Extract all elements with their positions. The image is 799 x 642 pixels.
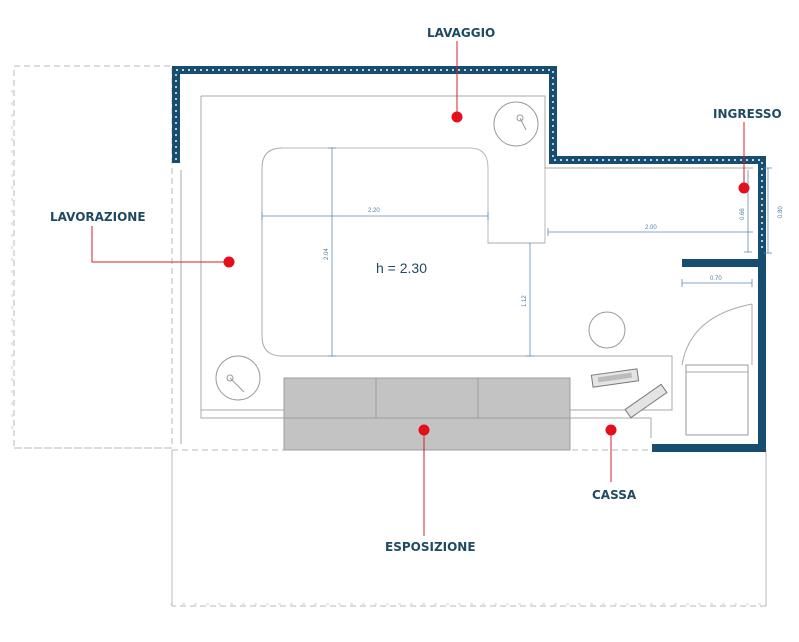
lavaggio-marker[interactable] <box>451 111 463 123</box>
walls <box>172 66 766 452</box>
cash-register <box>590 368 668 419</box>
label-ingresso: INGRESSO <box>713 107 782 121</box>
lavorazione-marker[interactable] <box>223 256 235 268</box>
work-island <box>201 147 673 411</box>
sink-top <box>493 101 539 147</box>
room-height: h = 2.30 <box>376 260 427 276</box>
dimension-lines <box>261 147 772 357</box>
round-table <box>588 311 626 349</box>
cassa-marker[interactable] <box>605 424 617 436</box>
ingresso-marker[interactable] <box>738 182 750 194</box>
dim-112: 1.12 <box>522 295 528 307</box>
esposizione-marker[interactable] <box>418 424 430 436</box>
dashed-surroundings <box>11 65 767 607</box>
display-counters <box>283 377 571 451</box>
label-lavorazione: LAVORAZIONE <box>50 210 146 224</box>
back-room <box>681 303 753 436</box>
dim-080: 0.80 <box>778 206 784 218</box>
dim-204: 2.04 <box>324 248 330 260</box>
sink-left <box>215 355 261 401</box>
dim-200: 2.00 <box>645 225 657 231</box>
callouts <box>91 41 745 536</box>
dim-220: 2.20 <box>368 208 380 214</box>
label-esposizione: ESPOSIZIONE <box>385 540 476 554</box>
label-cassa: CASSA <box>592 488 637 502</box>
dim-066: 0.66 <box>740 208 746 220</box>
dim-070: 0.70 <box>710 276 722 282</box>
label-lavaggio: LAVAGGIO <box>427 26 495 40</box>
